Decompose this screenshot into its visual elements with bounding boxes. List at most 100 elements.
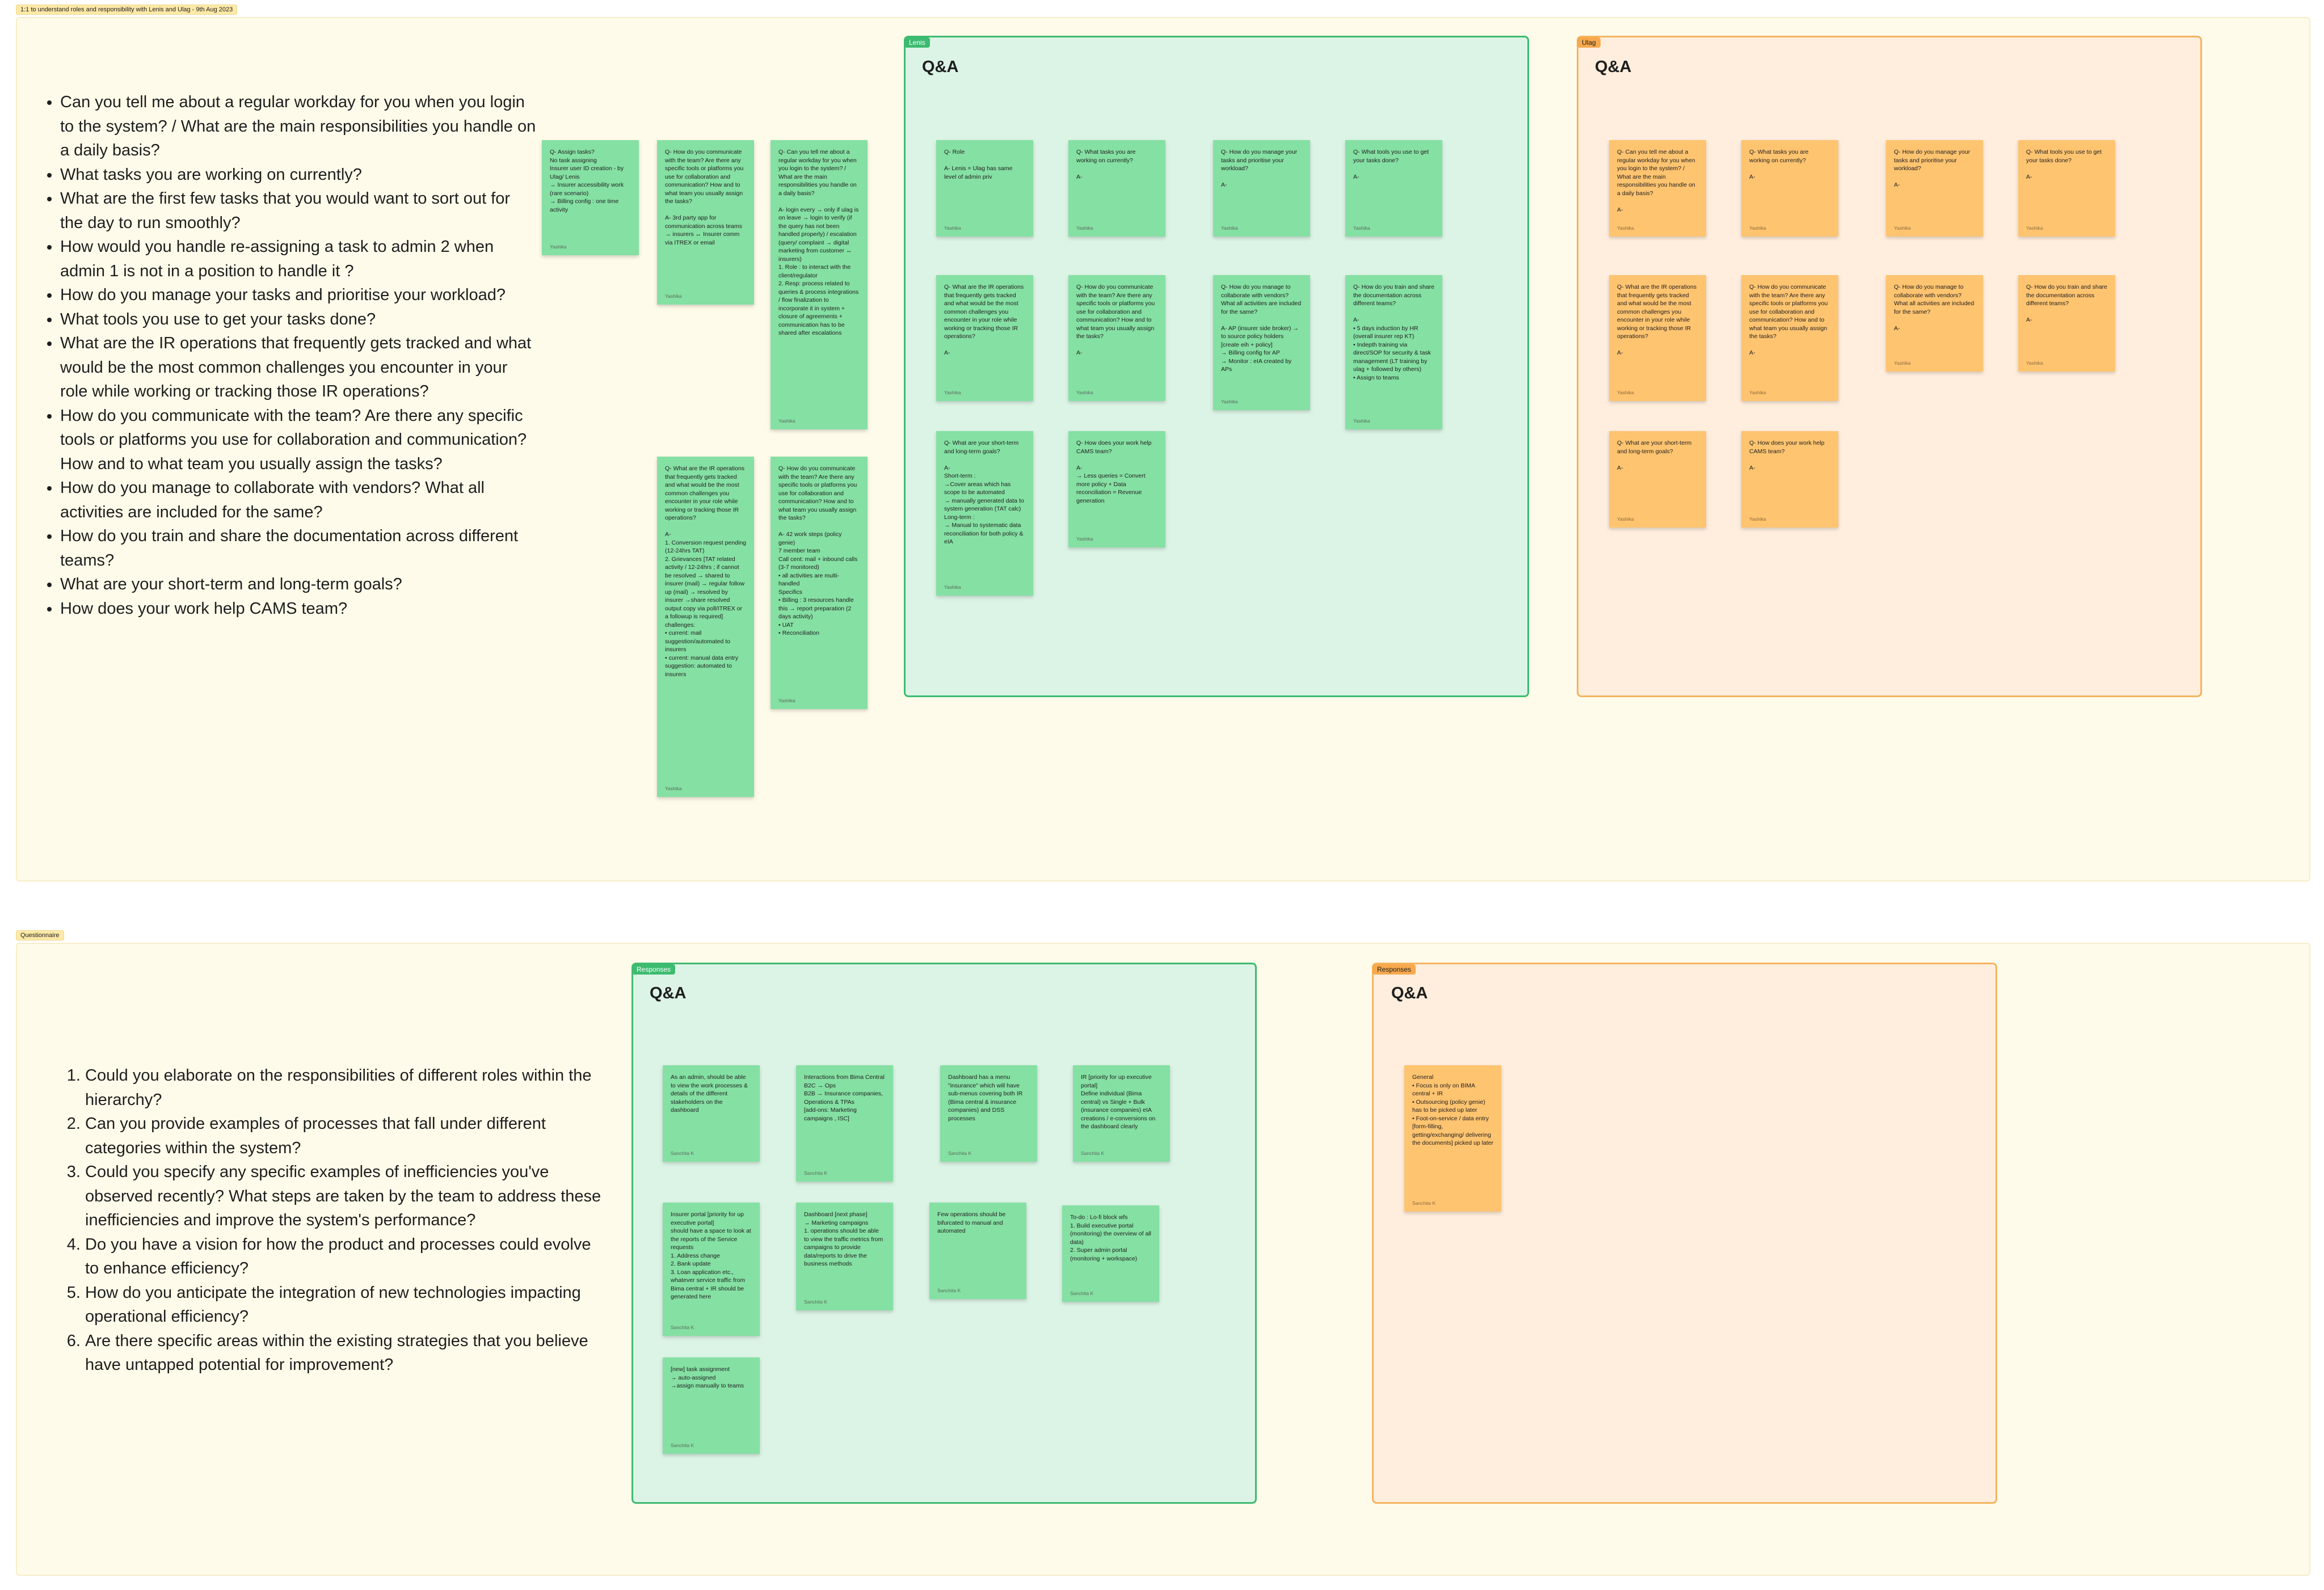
- sticky-text: Q- Assign tasks? No task assigning Insur…: [550, 149, 624, 213]
- sticky-note[interactable]: To-do : Lo-fi block wfs 1. Build executi…: [1062, 1205, 1159, 1302]
- sticky-note[interactable]: Few operations should be bifurcated to m…: [929, 1203, 1026, 1299]
- sticky-note[interactable]: Q- How does your work help CAMS team? A-…: [1068, 431, 1165, 547]
- sticky-author: Yashika: [944, 389, 961, 395]
- sticky-note[interactable]: Q- What are your short-term and long-ter…: [1609, 431, 1706, 528]
- sticky-author: Sanchita K: [1412, 1200, 1436, 1206]
- sticky-note[interactable]: Q- How do you manage to collaborate with…: [1213, 275, 1310, 410]
- sticky-note[interactable]: Q- What tasks you are working on current…: [1068, 140, 1165, 237]
- sticky-note[interactable]: Q- How do you train and share the docume…: [1345, 275, 1442, 429]
- sticky-text: Q- What tools you use to get your tasks …: [2026, 149, 2102, 180]
- sticky-author: Sanchita K: [937, 1287, 961, 1293]
- sticky-note[interactable]: Q- Assign tasks? No task assigning Insur…: [542, 140, 639, 255]
- question-item: What are the first few tasks that you wo…: [60, 187, 537, 235]
- sticky-text: Q- What are your short-term and long-ter…: [944, 440, 1024, 545]
- sticky-text: As an admin, should be able to view the …: [671, 1074, 748, 1114]
- sticky-note[interactable]: General • Focus is only on BIMA central …: [1404, 1065, 1501, 1212]
- sticky-author: Yashika: [665, 785, 682, 791]
- sticky-note[interactable]: Q- Can you tell me about a regular workd…: [1609, 140, 1706, 237]
- question-item: What tasks you are working on currently?: [60, 163, 537, 187]
- question-item: How do you train and share the documenta…: [60, 524, 537, 572]
- sticky-note[interactable]: Dashboard [next phase] → Marketing campa…: [796, 1203, 893, 1310]
- sticky-text: Q- What are the IR operations that frequ…: [944, 284, 1024, 356]
- sticky-note[interactable]: Interactions from Bima Central B2C → Ops…: [796, 1065, 893, 1182]
- sticky-note[interactable]: Q- What are the IR operations that frequ…: [657, 457, 754, 797]
- question-item: Are there specific areas within the exis…: [85, 1329, 607, 1377]
- sticky-author: Yashika: [1617, 516, 1634, 522]
- sticky-note[interactable]: Q- What are the IR operations that frequ…: [1609, 275, 1706, 401]
- sticky-author: Sanchita K: [671, 1324, 694, 1330]
- sticky-note[interactable]: Q- How do you manage to collaborate with…: [1886, 275, 1983, 372]
- sticky-text: Q- Can you tell me about a regular workd…: [778, 149, 859, 336]
- sticky-note[interactable]: IR [priority for up executive portal] De…: [1073, 1065, 1170, 1162]
- sticky-author: Sanchita K: [804, 1170, 828, 1176]
- sticky-note[interactable]: Q- How do you manage your tasks and prio…: [1886, 140, 1983, 237]
- question-item: Can you provide examples of processes th…: [85, 1112, 607, 1160]
- sticky-note[interactable]: Q- How does your work help CAMS team? A-…: [1741, 431, 1838, 528]
- sticky-text: IR [priority for up executive portal] De…: [1081, 1074, 1156, 1130]
- frame-tag-responses[interactable]: Responses: [1372, 964, 1416, 975]
- sticky-author: Yashika: [1749, 516, 1766, 522]
- sticky-note[interactable]: Q- How do you communicate with the team?…: [1741, 275, 1838, 401]
- sticky-author: Yashika: [778, 697, 795, 703]
- sticky-text: Dashboard has a menu "insurance" which w…: [948, 1074, 1023, 1122]
- frame-tag-lenis[interactable]: Lenis: [904, 37, 930, 48]
- question-item: How do you manage your tasks and priorit…: [60, 283, 537, 307]
- sticky-author: Yashika: [1353, 225, 1370, 231]
- sticky-text: Q- How do you train and share the docume…: [2026, 284, 2107, 323]
- question-item: Do you have a vision for how the product…: [85, 1233, 607, 1281]
- sticky-note[interactable]: Q- How do you train and share the docume…: [2018, 275, 2115, 372]
- sticky-author: Sanchita K: [1070, 1290, 1094, 1296]
- sticky-note[interactable]: Q- How do you manage your tasks and prio…: [1213, 140, 1310, 237]
- sticky-text: To-do : Lo-fi block wfs 1. Build executi…: [1070, 1214, 1151, 1262]
- sticky-author: Yashika: [665, 293, 682, 299]
- sticky-text: Q- How do you manage to collaborate with…: [1221, 284, 1302, 373]
- sticky-note[interactable]: Q- What are the IR operations that frequ…: [936, 275, 1033, 401]
- sticky-text: Dashboard [next phase] → Marketing campa…: [804, 1211, 883, 1267]
- frame-title: Q&A: [1391, 984, 1428, 1002]
- sticky-note[interactable]: Q- Role A- Lenis = Ulag has same level o…: [936, 140, 1033, 237]
- sticky-note[interactable]: [new] task assignment → auto-assigned →a…: [663, 1357, 760, 1454]
- question-item: What tools you use to get your tasks don…: [60, 307, 537, 332]
- question-item: What are your short-term and long-term g…: [60, 572, 537, 597]
- sticky-text: Q- What tools you use to get your tasks …: [1353, 149, 1429, 180]
- sticky-author: Yashika: [1076, 535, 1093, 542]
- sticky-author: Yashika: [1894, 225, 1911, 231]
- question-item: Can you tell me about a regular workday …: [60, 90, 537, 163]
- sticky-author: Sanchita K: [1081, 1150, 1105, 1156]
- sticky-author: Yashika: [2026, 225, 2043, 231]
- sticky-note[interactable]: Q- How do you communicate with the team?…: [771, 457, 868, 709]
- responses-orange-qa-frame[interactable]: [1372, 963, 1997, 1504]
- frame-tag-ulag[interactable]: Ulag: [1577, 37, 1601, 48]
- sticky-author: Yashika: [2026, 360, 2043, 366]
- frame-tag-responses[interactable]: Responses: [632, 964, 676, 975]
- sticky-text: Q- What are the IR operations that frequ…: [665, 465, 747, 678]
- sticky-note[interactable]: Q- Can you tell me about a regular workd…: [771, 140, 868, 429]
- sticky-note[interactable]: Q- How do you communicate with the team?…: [1068, 275, 1165, 401]
- sticky-note[interactable]: Q- What tools you use to get your tasks …: [2018, 140, 2115, 237]
- sticky-note[interactable]: Q- What are your short-term and long-ter…: [936, 431, 1033, 596]
- sticky-note[interactable]: Insurer portal [priority for up executiv…: [663, 1203, 760, 1336]
- sticky-text: Q- How does your work help CAMS team? A-: [1749, 440, 1825, 471]
- section-label-questionnaire[interactable]: Questionnaire: [16, 930, 64, 940]
- sticky-note[interactable]: Dashboard has a menu "insurance" which w…: [940, 1065, 1037, 1162]
- sticky-text: Q- What are your short-term and long-ter…: [1617, 440, 1692, 471]
- sticky-text: Q- Can you tell me about a regular workd…: [1617, 149, 1695, 213]
- sticky-text: Q- What are the IR operations that frequ…: [1617, 284, 1697, 356]
- sticky-author: Yashika: [944, 584, 961, 590]
- sticky-author: Sanchita K: [671, 1442, 694, 1448]
- sticky-note[interactable]: Q- How do you communicate with the team?…: [657, 140, 754, 305]
- section-label-one-on-one[interactable]: 1:1 to understand roles and responsibili…: [16, 5, 238, 15]
- frame-title: Q&A: [1595, 58, 1632, 76]
- sticky-author: Yashika: [1076, 225, 1093, 231]
- sticky-author: Sanchita K: [948, 1150, 972, 1156]
- question-item: How do you anticipate the integration of…: [85, 1281, 607, 1329]
- question-item: Could you elaborate on the responsibilit…: [85, 1064, 607, 1112]
- sticky-note[interactable]: Q- What tasks you are working on current…: [1741, 140, 1838, 237]
- question-item: How do you manage to collaborate with ve…: [60, 476, 537, 524]
- sticky-note[interactable]: Q- What tools you use to get your tasks …: [1345, 140, 1442, 237]
- top-question-list: Can you tell me about a regular workday …: [16, 90, 537, 621]
- sticky-text: Q- How do you manage your tasks and prio…: [1894, 149, 1971, 188]
- sticky-note[interactable]: As an admin, should be able to view the …: [663, 1065, 760, 1162]
- sticky-text: Q- How do you communicate with the team?…: [665, 149, 744, 246]
- sticky-author: Yashika: [1749, 225, 1766, 231]
